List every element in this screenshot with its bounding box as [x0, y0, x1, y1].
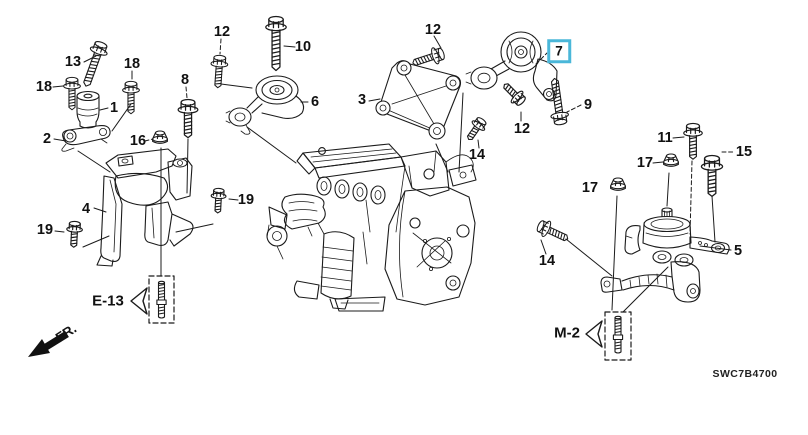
part-5-mount-assembly: [600, 207, 730, 303]
part-3-bracket: [375, 60, 462, 140]
part-callout-4[interactable]: 4: [81, 200, 91, 217]
part-callout-17[interactable]: 17: [636, 154, 654, 171]
part-callout-19[interactable]: 19: [237, 191, 255, 208]
part-callout-12-2[interactable]: 12: [424, 21, 442, 38]
part-callout-17-2[interactable]: 17: [581, 179, 599, 196]
part-callout-5[interactable]: 5: [733, 242, 743, 259]
part-callout-16[interactable]: 16: [129, 132, 147, 149]
fr-direction-arrow-icon: [28, 331, 69, 357]
part-callout-18-2[interactable]: 18: [123, 55, 141, 72]
part-callout-12[interactable]: 12: [213, 23, 231, 40]
part-callout-2[interactable]: 2: [42, 130, 52, 147]
e13-arrow-icon: [130, 287, 148, 315]
part-1-mount-rubber: [76, 90, 100, 129]
part-callout-14[interactable]: 14: [468, 146, 486, 163]
part-callout-1[interactable]: 1: [109, 99, 119, 116]
part-7-torque-rod-upper: [465, 31, 558, 102]
m2-arrow-icon: [585, 320, 603, 348]
part-callout-19-2[interactable]: 19: [36, 221, 54, 238]
part-2-bracket-plate: [61, 125, 111, 152]
ref-e13-fastener-box: [148, 275, 175, 324]
part-callout-18[interactable]: 18: [35, 78, 53, 95]
part-callout-7-selected[interactable]: 7: [547, 39, 571, 63]
part-callout-11[interactable]: 11: [657, 129, 673, 146]
part-4-engine-side-bracket: [96, 148, 194, 267]
part-callout-8[interactable]: 8: [180, 71, 190, 88]
engine-illustration: [266, 143, 477, 312]
part-callout-12-3[interactable]: 12: [513, 120, 531, 137]
part-callout-3[interactable]: 3: [357, 91, 367, 108]
diagram-code: SWC7B4700: [712, 368, 778, 380]
ref-link-e13[interactable]: E-13: [92, 292, 124, 310]
ref-link-m2[interactable]: M-2: [554, 324, 580, 342]
part-callout-9[interactable]: 9: [583, 96, 593, 113]
leader-lines: [52, 35, 736, 313]
ref-m2-fastener-box: [604, 311, 632, 361]
part-callout-13[interactable]: 13: [64, 53, 82, 70]
part-callout-15[interactable]: 15: [735, 143, 753, 160]
part-callout-6[interactable]: 6: [310, 93, 320, 110]
part-6-torque-rod-lower: [225, 75, 305, 135]
part-callout-10[interactable]: 10: [294, 38, 312, 55]
part-callout-14-2[interactable]: 14: [538, 252, 556, 269]
